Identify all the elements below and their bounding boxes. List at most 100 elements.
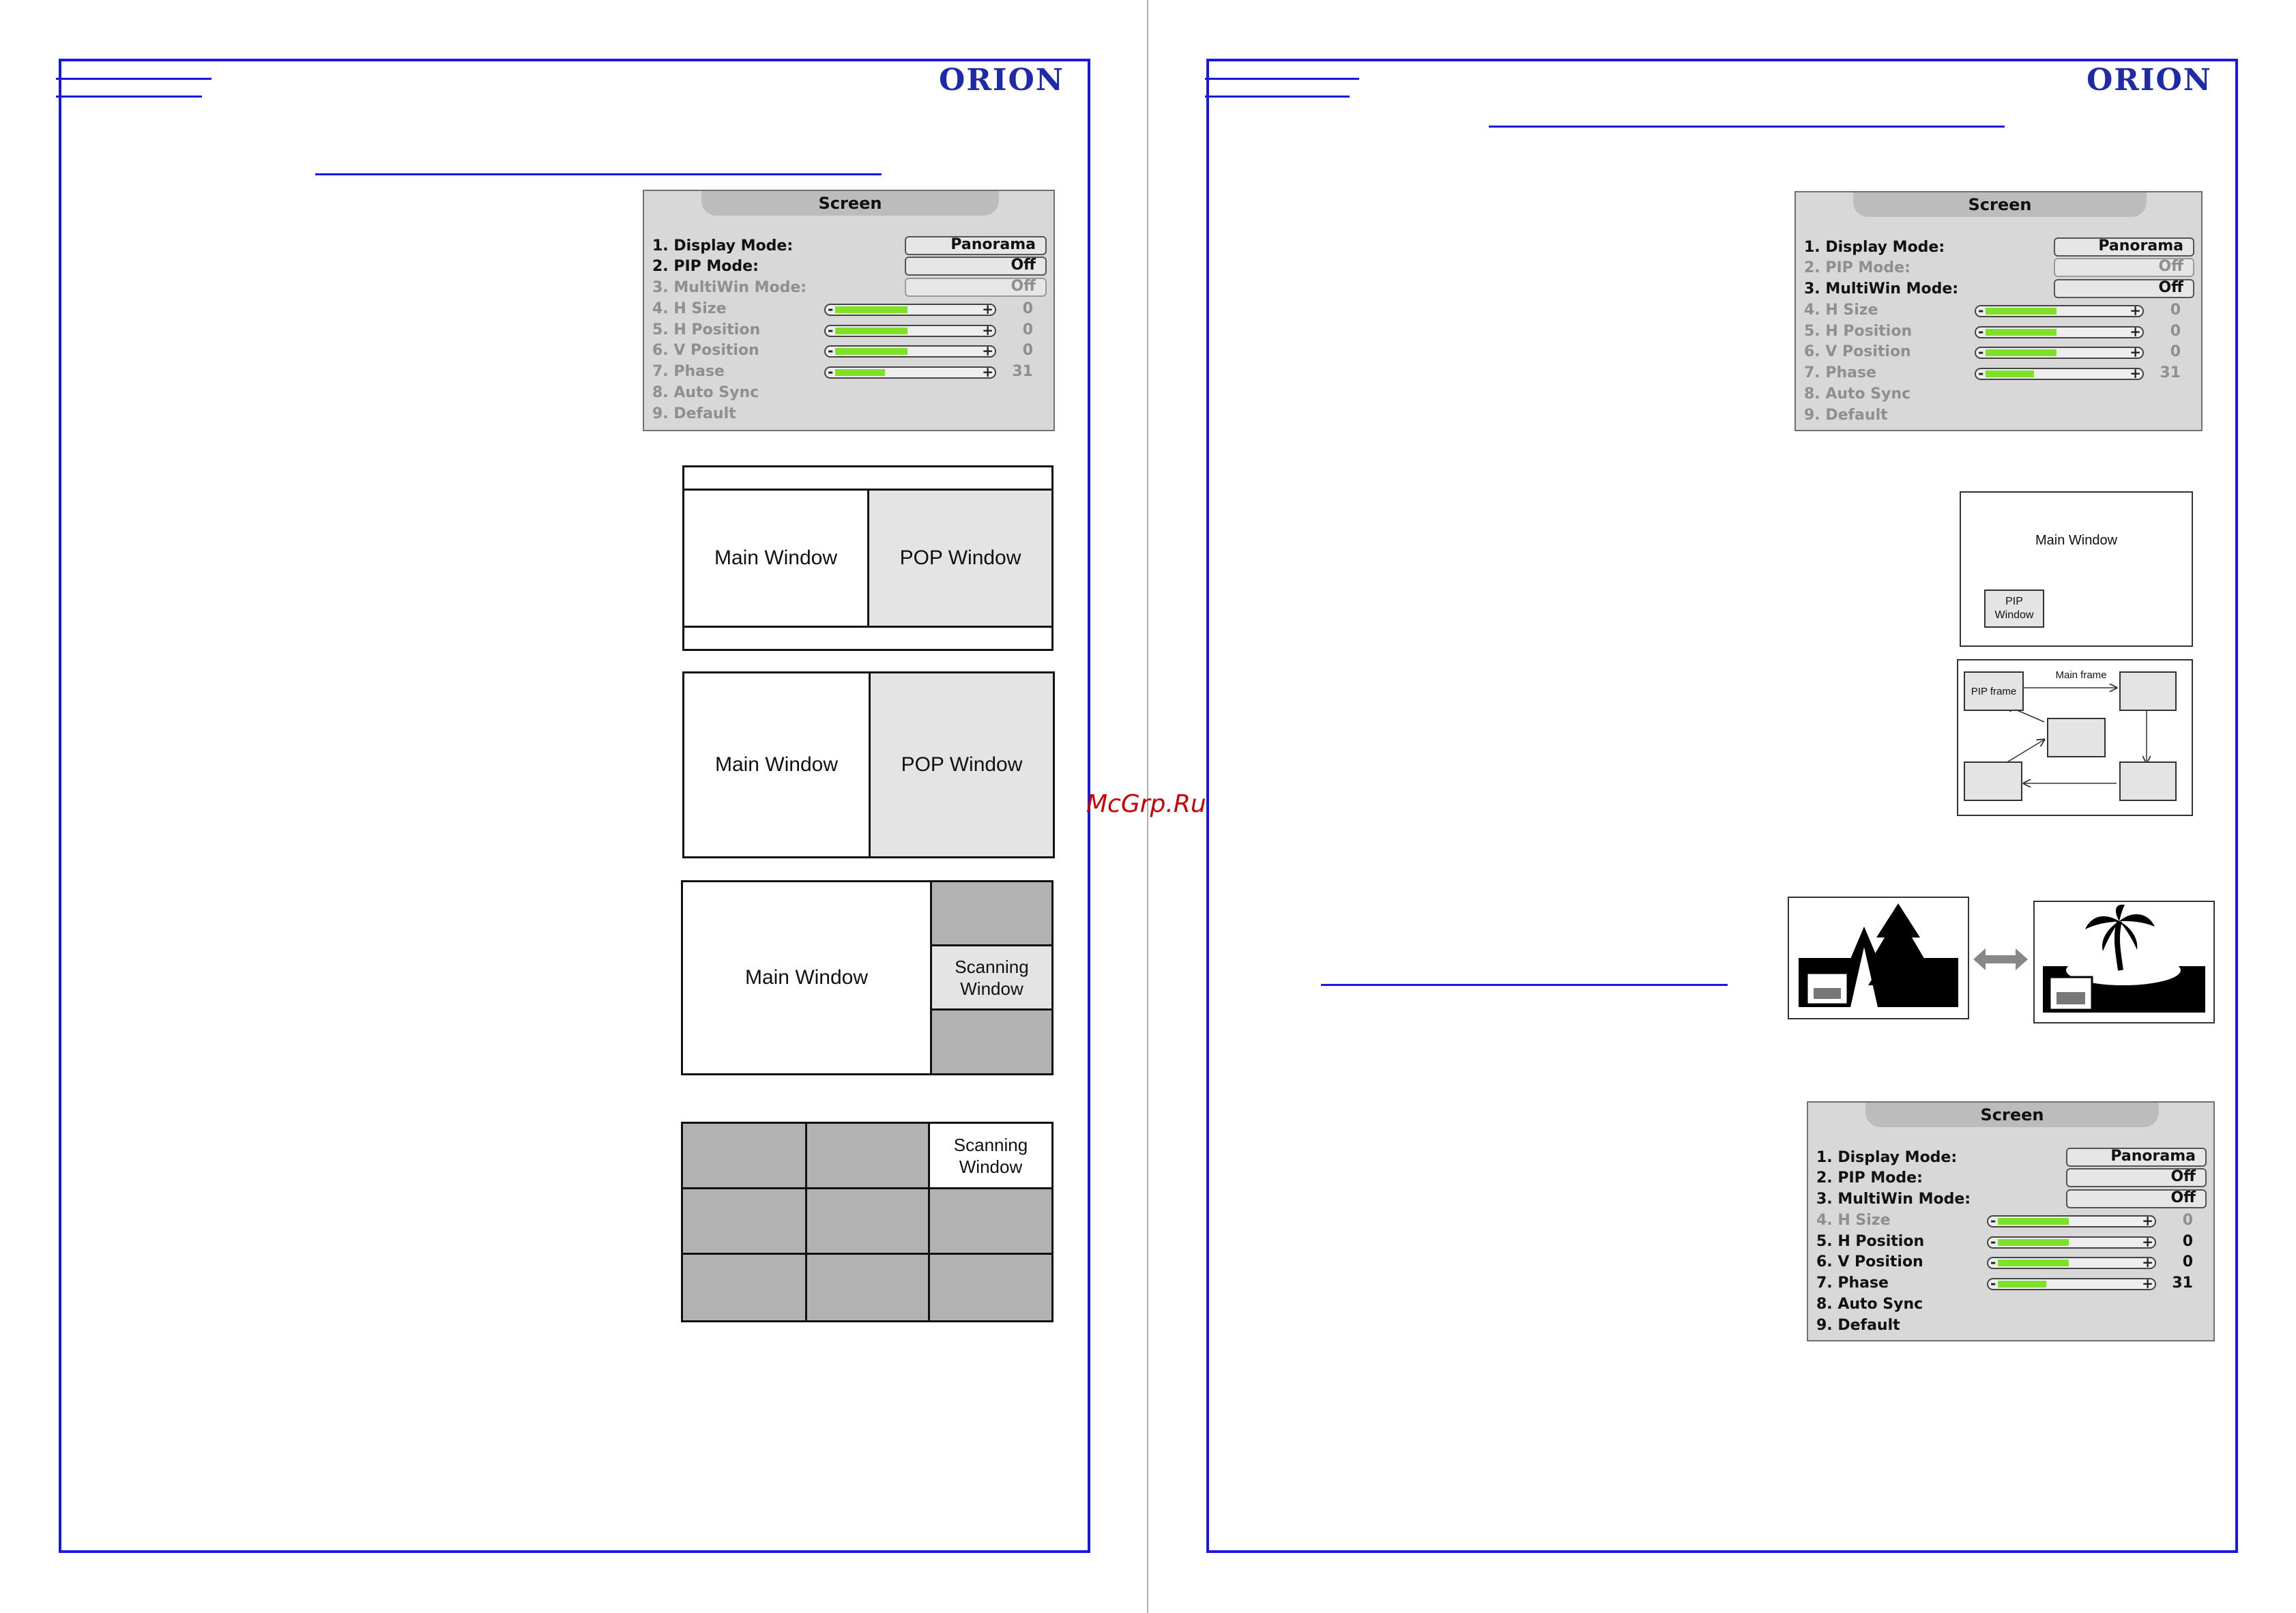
h-position-value: 0: [1022, 321, 1033, 338]
osd-item-display-mode[interactable]: 1. Display Mode:: [1816, 1149, 1958, 1166]
h-size-value: 0: [1022, 300, 1033, 317]
osd-item-auto-sync: 8. Auto Sync: [1804, 386, 1911, 403]
osd-menu-right-top: Screen 1. Display Mode: 2. PIP Mode: 3. …: [1794, 191, 2203, 431]
osd-item-pip-mode[interactable]: 2. PIP Mode:: [652, 258, 759, 275]
left-page-frame: [59, 59, 1090, 1553]
main-window-label: Main Window: [744, 966, 869, 989]
right-page-frame: [1206, 59, 2238, 1553]
right-header-line-2: [1205, 96, 1350, 98]
v-position-slider[interactable]: -+: [824, 345, 996, 358]
phase-value: 31: [2160, 364, 2181, 381]
osd-item-default[interactable]: 9. Default: [1816, 1317, 1900, 1334]
v-position-slider[interactable]: -+: [1987, 1257, 2156, 1269]
main-window-label: Main Window: [2035, 532, 2118, 548]
pop-window-label: POP Window: [869, 673, 1053, 856]
left-header-line-2: [56, 96, 202, 98]
right-subheading-underline: [1321, 984, 1728, 986]
display-mode-value-box[interactable]: Panorama: [2054, 237, 2194, 257]
osd-item-phase: 7. Phase: [652, 363, 725, 380]
osd-item-pip-mode[interactable]: 2. PIP Mode:: [1816, 1169, 1923, 1187]
pop-full-diagram: Main Window POP Window: [682, 671, 1055, 858]
h-size-slider[interactable]: -+: [1975, 305, 2144, 317]
pop-window-label: POP Window: [867, 491, 1051, 626]
multiwin-side-diagram: Main Window Scanning Window: [681, 880, 1053, 1075]
phase-value: 31: [2172, 1275, 2193, 1292]
osd-menu-right-bottom: Screen 1. Display Mode: 2. PIP Mode: 3. …: [1807, 1101, 2215, 1341]
watermark: McGrp.Ru: [1086, 790, 1206, 818]
main-window-label: Main Window: [714, 547, 838, 569]
side-window-1: [930, 882, 1051, 946]
pip-mode-value-box[interactable]: Off: [905, 257, 1047, 276]
osd-item-auto-sync[interactable]: 8. Auto Sync: [1816, 1296, 1923, 1313]
right-header-line-1: [1205, 78, 1359, 80]
v-position-slider[interactable]: -+: [1975, 347, 2144, 359]
pip-mode-value-box: Off: [2054, 258, 2194, 277]
osd-item-h-position: 5. H Position: [652, 321, 761, 338]
side-window-3: [930, 1011, 1051, 1073]
h-position-slider[interactable]: -+: [1987, 1236, 2156, 1249]
osd-menu-left: Screen 1. Display Mode: 2. PIP Mode: 3. …: [643, 190, 1055, 431]
osd-item-pip-mode: 2. PIP Mode:: [1804, 259, 1910, 276]
osd-item-h-size: 4. H Size: [1816, 1212, 1891, 1229]
osd-item-default: 9. Default: [652, 405, 736, 422]
grid-cell-9: [930, 1255, 1051, 1320]
h-position-slider[interactable]: -+: [824, 325, 996, 337]
pip-label-line2: Window: [1994, 609, 2034, 621]
osd-item-display-mode[interactable]: 1. Display Mode:: [1804, 239, 1945, 256]
pip-frame-box: PIP frame: [1964, 671, 2024, 711]
scanning-window-cell: Scanning Window: [930, 946, 1051, 1011]
osd-item-h-size: 4. H Size: [652, 300, 727, 317]
osd-item-multiwin-mode: 3. MultiWin Mode:: [652, 279, 807, 296]
grid-cell-7: [683, 1255, 807, 1320]
osd-item-v-position: 6. V Position: [652, 342, 759, 359]
h-size-slider[interactable]: -+: [1987, 1215, 2156, 1227]
h-size-value: 0: [2170, 302, 2181, 319]
h-position-slider[interactable]: -+: [1975, 326, 2144, 338]
osd-title: Screen: [1865, 1103, 2159, 1127]
main-frame-label: Main frame: [2055, 669, 2107, 681]
grid-cell-4: [683, 1189, 807, 1255]
osd-item-v-position[interactable]: 6. V Position: [1816, 1253, 1923, 1270]
osd-item-multiwin-mode[interactable]: 3. MultiWin Mode:: [1804, 280, 1959, 297]
island-palm-picture: [2043, 904, 2205, 1013]
display-mode-value-box[interactable]: Panorama: [2066, 1148, 2207, 1167]
multiwin-mode-value-box[interactable]: Off: [2054, 279, 2194, 298]
page-spine: [1147, 0, 1148, 1613]
h-position-value: 0: [2170, 323, 2181, 340]
left-heading-underline: [315, 173, 882, 175]
right-heading-underline: [1489, 126, 2005, 128]
swap-image-left: [1788, 897, 1969, 1019]
scanning-label-line1: Scanning: [955, 956, 1029, 977]
scanning-label-line2: Window: [960, 978, 1023, 999]
osd-item-auto-sync: 8. Auto Sync: [652, 384, 759, 401]
letterbox-top-bar: [684, 467, 1051, 491]
h-size-value: 0: [2182, 1212, 2193, 1229]
display-mode-value-box[interactable]: Panorama: [905, 236, 1047, 255]
swap-image-right: [2033, 901, 2215, 1023]
osd-item-h-size: 4. H Size: [1804, 302, 1878, 319]
pip-label-line1: PIP: [2005, 596, 2023, 607]
osd-item-multiwin-mode[interactable]: 3. MultiWin Mode:: [1816, 1191, 1971, 1208]
grid-cell-8: [807, 1255, 930, 1320]
v-position-value: 0: [2182, 1253, 2193, 1270]
tent-tree-picture: [1799, 903, 1958, 1007]
scanning-label-line1: Scanning: [953, 1134, 1028, 1155]
scanning-window-cell: Scanning Window: [930, 1124, 1051, 1189]
phase-slider[interactable]: -+: [824, 366, 996, 379]
multiwin-mode-value-box[interactable]: Off: [2066, 1189, 2207, 1208]
pip-position-bottom-left: [1964, 761, 2022, 801]
multiwin-mode-value-box: Off: [905, 278, 1047, 297]
osd-item-default: 9. Default: [1804, 407, 1888, 424]
grid-cell-2: [807, 1124, 930, 1189]
osd-item-h-position[interactable]: 5. H Position: [1816, 1233, 1925, 1250]
osd-item-phase[interactable]: 7. Phase: [1816, 1275, 1889, 1292]
phase-slider[interactable]: -+: [1987, 1278, 2156, 1290]
h-size-slider[interactable]: -+: [824, 304, 996, 316]
pop-letterbox-diagram: Main Window POP Window: [682, 465, 1053, 651]
right-logo: ORION: [2087, 63, 2213, 98]
osd-item-display-mode[interactable]: 1. Display Mode:: [652, 237, 794, 255]
pip-position-diagram: PIP frame Main frame: [1957, 659, 2193, 816]
phase-slider[interactable]: -+: [1975, 368, 2144, 380]
pip-mode-value-box[interactable]: Off: [2066, 1168, 2207, 1187]
letterbox-bottom-bar: [684, 626, 1051, 649]
